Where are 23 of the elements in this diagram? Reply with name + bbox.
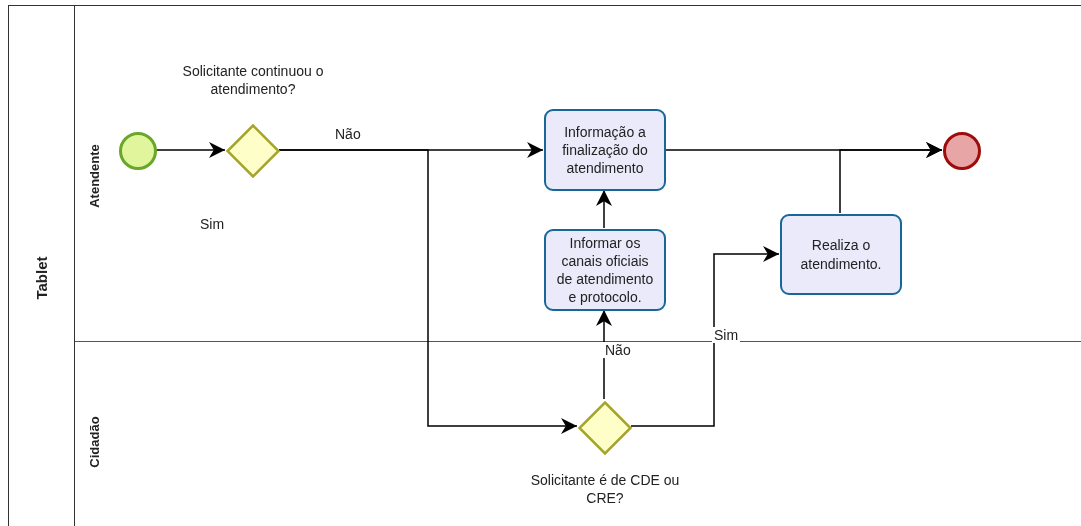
arrow [155,142,226,158]
arrow [596,189,612,229]
gateway-question: Solicitante é de CDE ou CRE? [530,471,680,508]
gateway-question: Solicitante continuou o atendimento? [181,62,325,99]
end-event-circle [943,132,981,170]
task-label: Realiza o atendimento. [799,236,883,273]
lane-title: Cidadão [86,416,103,468]
task-label: Informar os canais oficiais de atendimento e protocolo. [555,233,655,307]
branch-label: Sim [198,216,227,232]
start-event-circle [119,132,157,170]
pool [8,5,1081,526]
task-label: Informação a finalização do atendimento [561,122,649,178]
task-box [780,214,902,295]
lane-title: Atendente [86,144,103,208]
arrow [630,246,780,427]
edge-label: Não [603,342,633,358]
task-box [544,109,666,191]
arrow [839,142,943,214]
edge-label: Sim [712,327,741,343]
pool-title: Tablet [32,256,52,300]
arrow [278,149,578,434]
task-box [544,229,666,311]
edge-label: Não [333,126,363,142]
